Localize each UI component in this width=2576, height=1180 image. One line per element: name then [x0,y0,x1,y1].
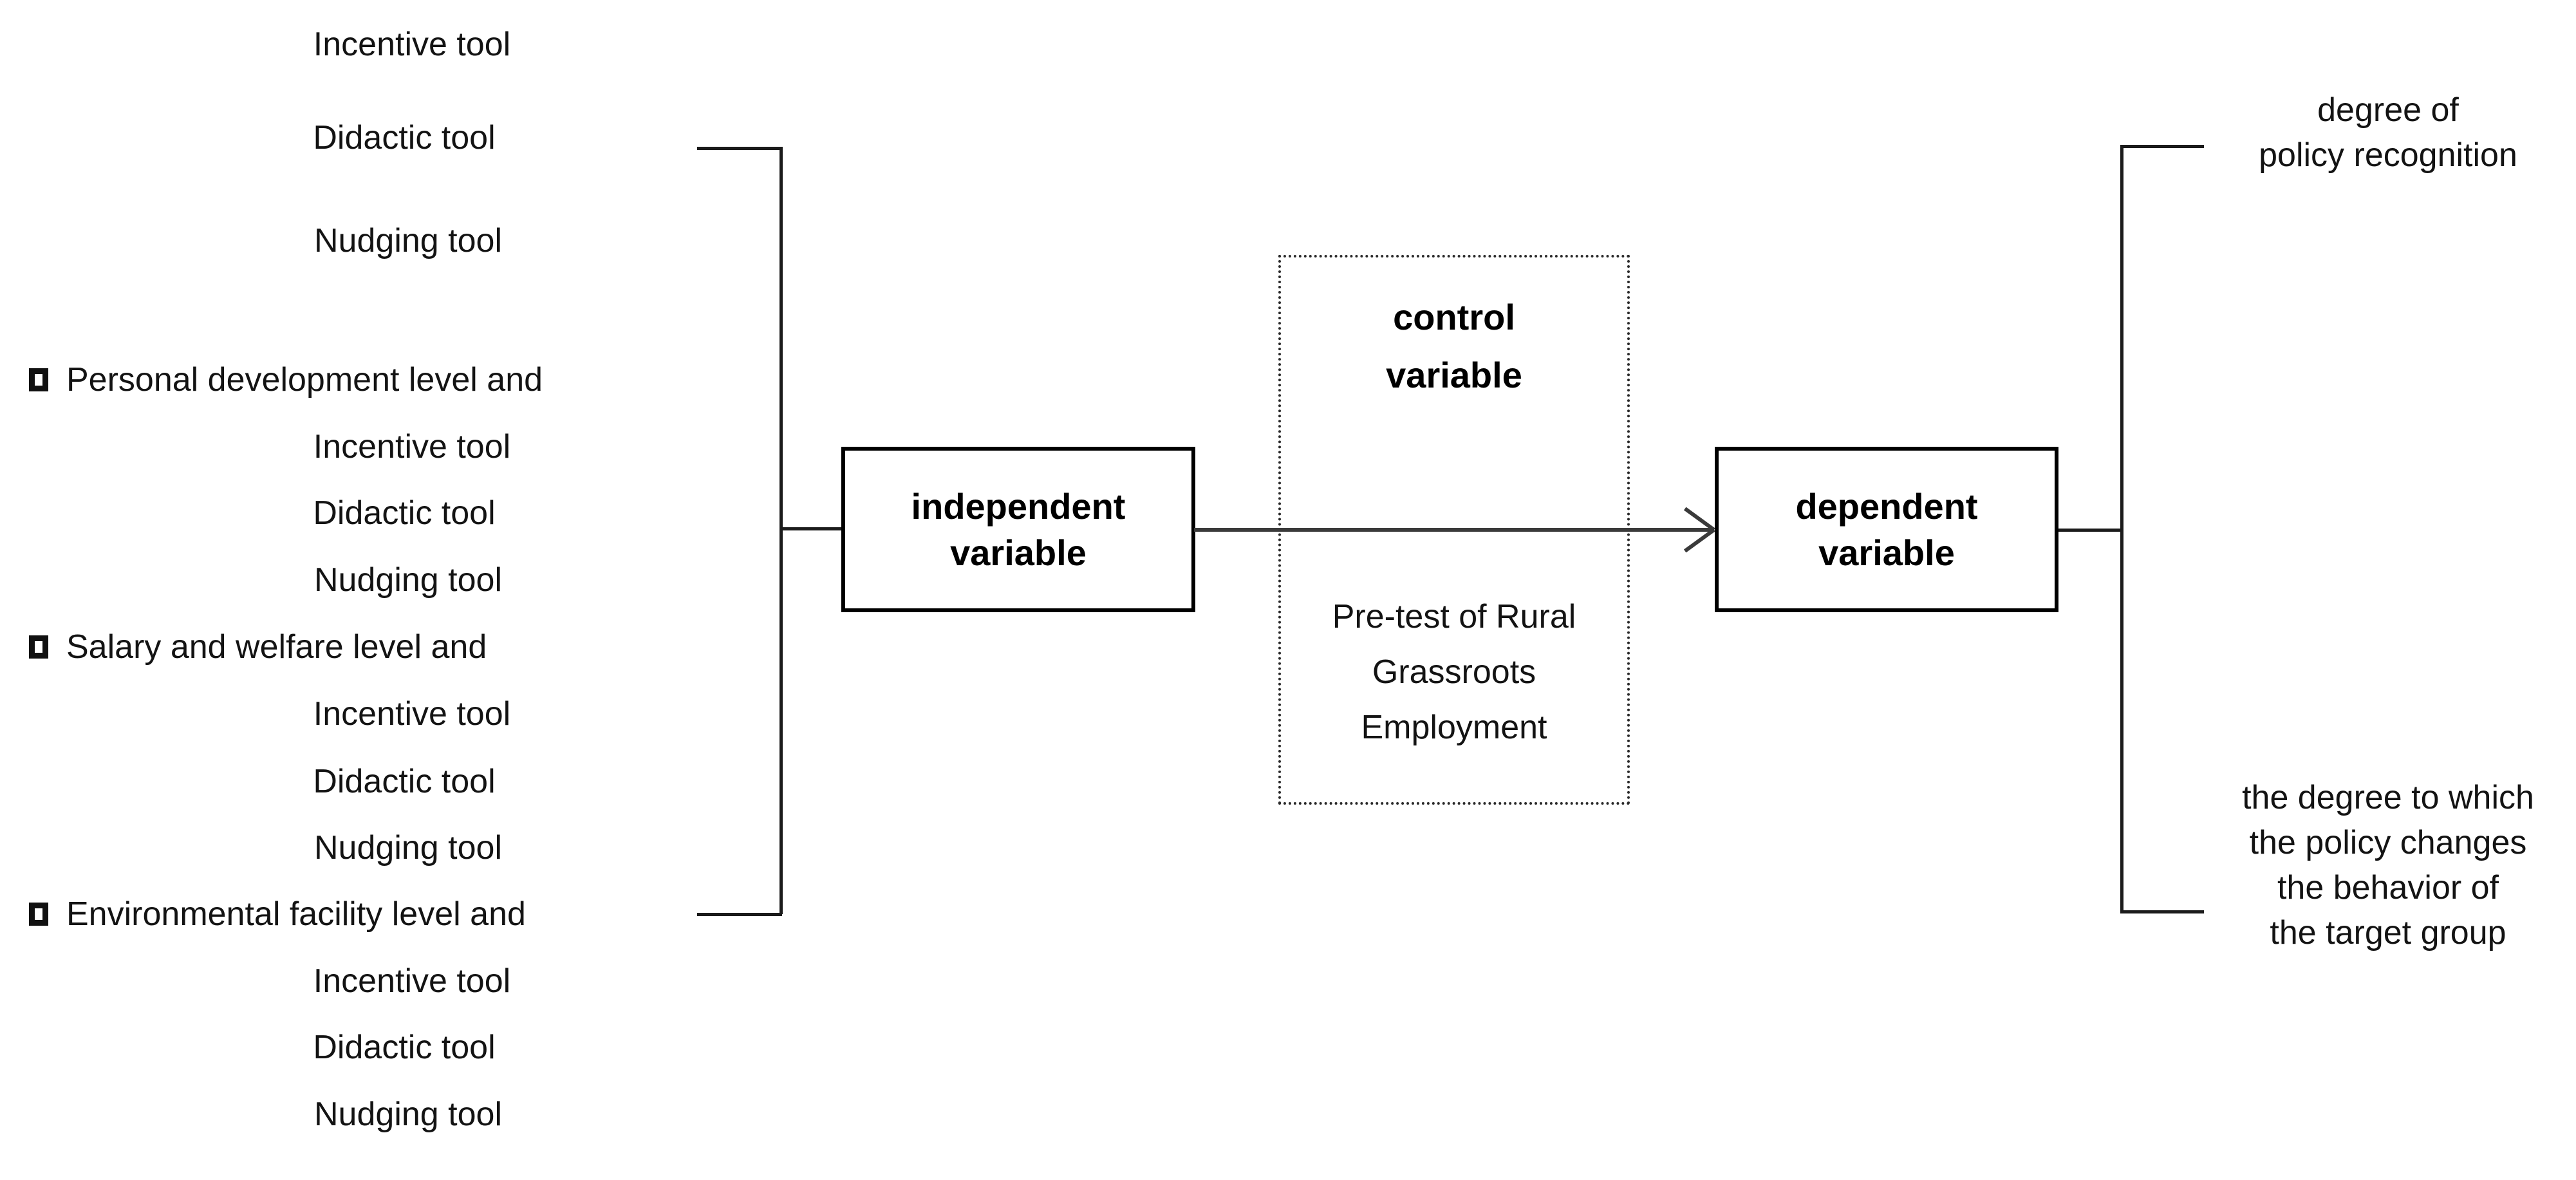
tool-label-didactic-g1: Didactic tool [313,494,496,532]
outcome-behavior-change-line3: the behavior of [2277,869,2499,906]
tool-label-incentive-g1: Incentive tool [313,428,511,465]
right-bracket-bottom-arm [2120,910,2204,913]
independent-variable-label-line2: variable [950,532,1087,573]
control-variable-title-line1: control [1393,297,1515,337]
outcome-behavior-change-line2: the policy changes [2249,824,2527,861]
control-variable-body-line3: Employment [1361,709,1547,746]
tool-label-nudging-top: Nudging tool [314,222,502,259]
right-bracket-top-arm [2120,145,2204,148]
list-item-environmental-facility: Environmental facility level and [29,895,526,933]
control-variable-title-line2: variable [1386,355,1522,395]
tool-label-nudging-g1: Nudging tool [314,561,502,599]
control-variable-body-line2: Grassroots [1372,653,1536,691]
dependent-variable-label-line2: variable [1818,532,1955,573]
tool-label-incentive-g3: Incentive tool [313,962,511,1000]
tool-label-incentive-g2: Incentive tool [313,695,511,733]
outcome-policy-recognition-line2: policy recognition [2259,136,2517,174]
independent-variable-label-line1: independent [911,485,1126,527]
right-bracket-spine [2120,145,2123,912]
outcome-behavior-change-line1: the degree to which [2242,779,2534,816]
dependent-variable-label-line1: dependent [1795,485,1978,527]
bullet-label-salary-welfare: Salary and welfare level and [66,628,487,666]
tool-label-nudging-g3: Nudging tool [314,1096,502,1133]
dependent-variable-box: dependent variable [1715,447,2058,612]
list-item-personal-development: Personal development level and [29,361,543,399]
list-item-salary-welfare: Salary and welfare level and [29,628,487,666]
control-variable-body-line1: Pre-test of Rural [1332,598,1576,635]
tool-label-didactic-top: Didactic tool [313,119,496,156]
tool-label-incentive-top: Incentive tool [313,26,511,63]
square-bullet-icon [29,368,48,391]
square-bullet-icon [29,635,48,659]
independent-to-dependent-arrow-line [1194,528,1714,532]
left-bracket-top-arm [697,147,782,150]
left-bracket-connector [779,527,844,530]
tool-label-didactic-g2: Didactic tool [313,763,496,800]
tool-label-nudging-g2: Nudging tool [314,829,502,866]
left-bracket-spine [779,147,783,914]
outcome-behavior-change-line4: the target group [2270,914,2506,951]
square-bullet-icon [29,903,48,926]
left-bracket-bottom-arm [697,913,782,916]
tool-label-didactic-g3: Didactic tool [313,1029,496,1066]
bullet-label-environmental-facility: Environmental facility level and [66,895,526,933]
bullet-label-personal-development: Personal development level and [66,361,543,398]
right-bracket-connector [2058,529,2122,532]
independent-variable-box: independent variable [841,447,1195,612]
outcome-policy-recognition-line1: degree of [2317,91,2459,129]
